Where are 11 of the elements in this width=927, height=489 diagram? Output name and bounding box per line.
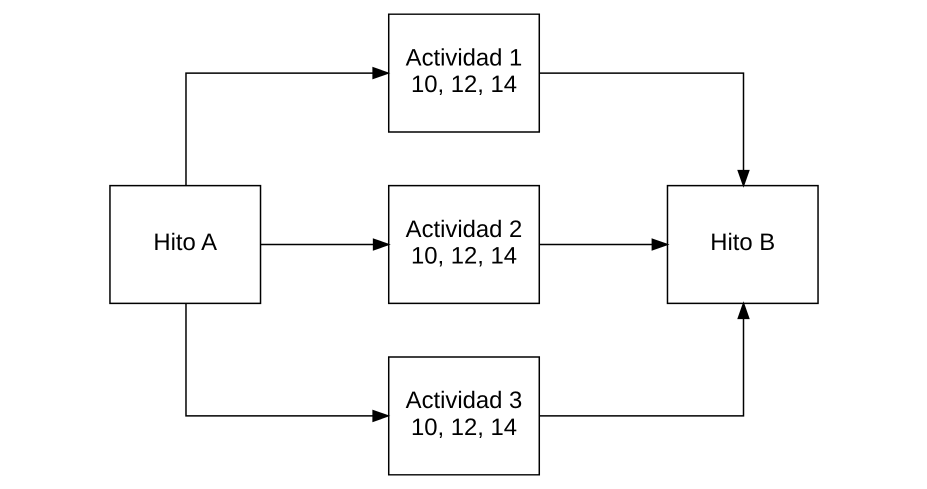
node-box: Actividad 3 10, 12, 14: [387, 356, 540, 476]
arrow: [538, 238, 670, 251]
node-box: Actividad 1 10, 12, 14: [387, 13, 540, 133]
arrow: [539, 301, 750, 417]
arrow: [184, 304, 390, 422]
node-box: Hito B: [666, 184, 818, 304]
arrow: [260, 238, 390, 251]
node-box: Actividad 2 10, 12, 14: [387, 184, 540, 304]
arrow: [184, 66, 390, 186]
node-box: Hito A: [108, 184, 261, 304]
arrow: [539, 72, 750, 188]
